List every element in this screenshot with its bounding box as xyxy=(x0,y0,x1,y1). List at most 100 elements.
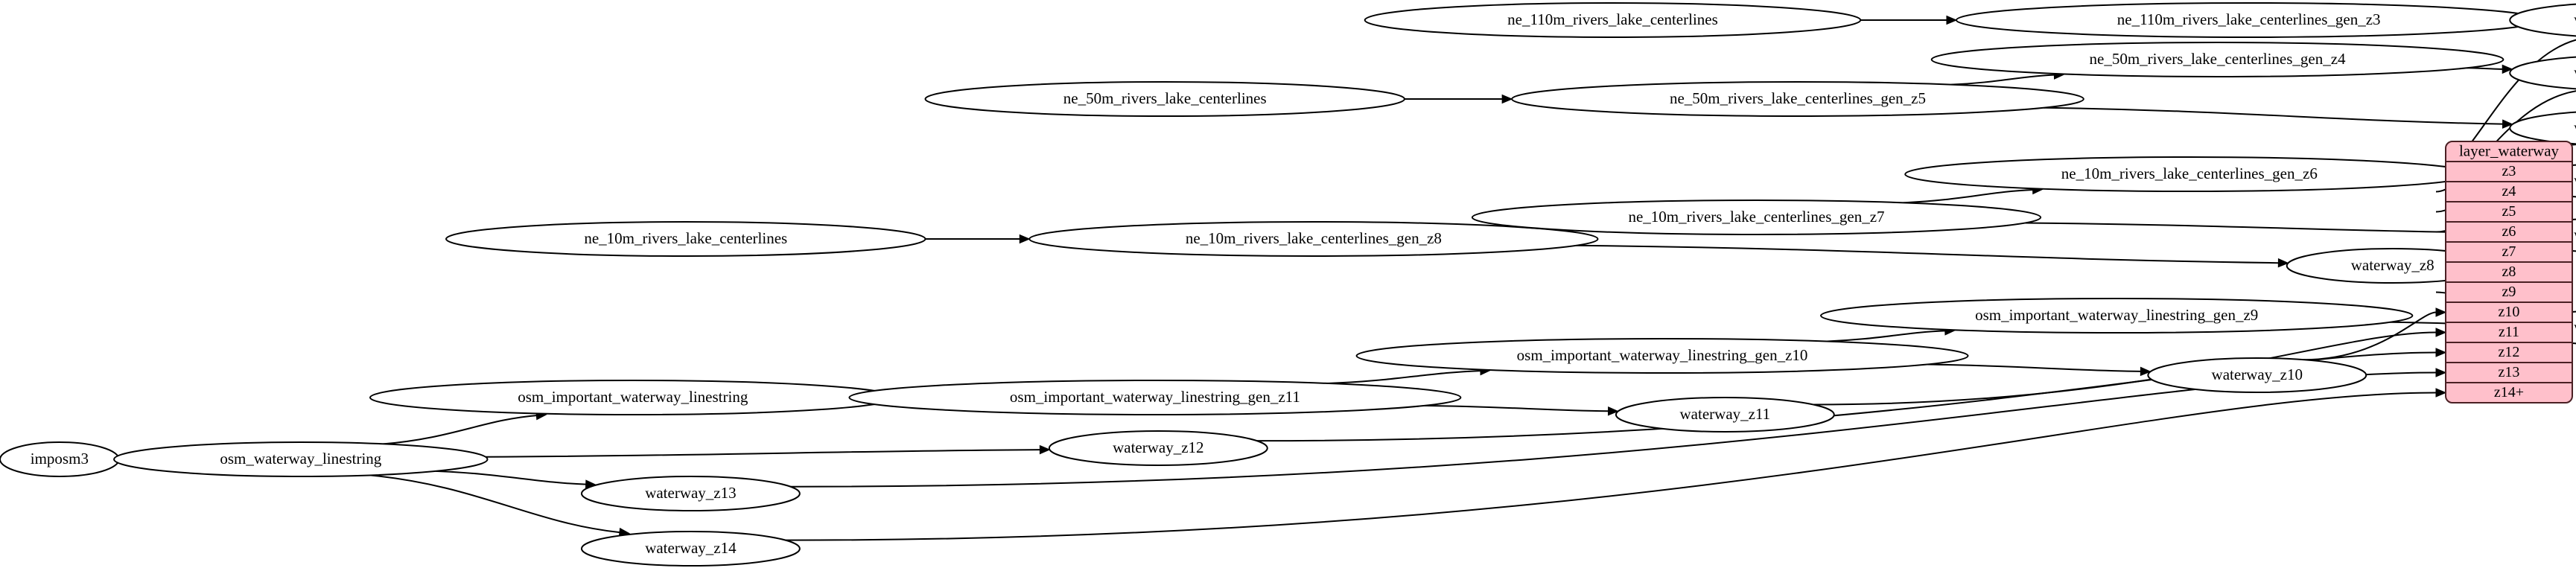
record-outline xyxy=(2445,141,2573,403)
node-label-ww_z8: waterway_z8 xyxy=(2351,256,2435,274)
node-label-osm_iwl_z10: osm_important_waterway_linestring_gen_z1… xyxy=(1517,346,1808,364)
node-ne10_z8[interactable]: ne_10m_rivers_lake_centerlines_gen_z8 xyxy=(1028,221,1599,257)
node-osm_iwl_z10[interactable]: osm_important_waterway_linestring_gen_z1… xyxy=(1355,338,1969,374)
node-ellipse-ww_z4 xyxy=(2509,56,2576,90)
node-ne50[interactable]: ne_50m_rivers_lake_centerlines xyxy=(924,81,1405,117)
edge-osm_wl-to-osm_iwl xyxy=(383,415,537,445)
record-row-label-z10: z10 xyxy=(2499,304,2520,320)
node-ellipse-osm_iwl_z11 xyxy=(848,380,1462,415)
node-label-osm_wl: osm_waterway_linestring xyxy=(220,450,381,468)
node-ellipse-ne10_z8 xyxy=(1028,221,1599,257)
edge-ne50_z5-to-ww_z5 xyxy=(2044,106,2503,125)
node-ne10_z7[interactable]: ne_10m_rivers_lake_centerlines_gen_z7 xyxy=(1471,200,2042,235)
record-row-label-z14+: z14+ xyxy=(2494,384,2524,401)
node-osm_iwl_z9[interactable]: osm_important_waterway_linestring_gen_z9 xyxy=(1820,298,2414,334)
node-ellipse-ww_z14 xyxy=(580,531,801,567)
node-ww_z3[interactable]: waterway_z3 xyxy=(2509,3,2576,37)
node-label-ne10_z8: ne_10m_rivers_lake_centerlines_gen_z8 xyxy=(1186,229,1442,247)
node-ne10[interactable]: ne_10m_rivers_lake_centerlines xyxy=(445,221,926,257)
node-label-ne110_z3: ne_110m_rivers_lake_centerlines_gen_z3 xyxy=(2117,10,2381,28)
record-row-label-z12: z12 xyxy=(2499,344,2520,360)
edge-ww_z12-to-row-z12 xyxy=(1256,351,2437,442)
edge-arrowhead xyxy=(2502,64,2513,74)
edge-ne10_z8-to-ww_z8 xyxy=(1576,244,2279,264)
edge-osm_iwl_z10-to-osm_iwl_z9 xyxy=(1825,330,1945,342)
node-ne110_z3[interactable]: ne_110m_rivers_lake_centerlines_gen_z3 xyxy=(1955,2,2542,38)
node-ww_z5[interactable]: waterway_z5 xyxy=(2509,111,2576,145)
node-ww_z10[interactable]: waterway_z10 xyxy=(2147,357,2367,393)
node-ellipse-ww_z10 xyxy=(2147,357,2367,393)
edge-ne10_z7-to-ww_z7 xyxy=(2025,222,2502,234)
node-ne10_z6[interactable]: ne_10m_rivers_lake_centerlines_gen_z6 xyxy=(1904,156,2475,192)
record-row-label-z5: z5 xyxy=(2502,203,2516,220)
node-label-ww_z5: waterway_z5 xyxy=(2574,118,2576,136)
edge-osm_iwl_z10-to-ww_z10 xyxy=(1926,363,2141,372)
node-label-osm_iwl: osm_important_waterway_linestring xyxy=(518,388,748,406)
node-ellipse-ne10 xyxy=(445,221,926,257)
edge-ww_z14-to-row-z14+ xyxy=(785,392,2437,541)
node-label-ww_z14: waterway_z14 xyxy=(645,539,737,557)
node-label-ww_z10: waterway_z10 xyxy=(2212,366,2303,383)
node-imposm3[interactable]: imposm3 xyxy=(0,441,120,477)
edge-arrowhead xyxy=(2277,258,2289,268)
node-ellipse-ww_z13 xyxy=(580,476,801,511)
record-row-label-z11: z11 xyxy=(2499,324,2519,340)
edge-osm_wl-to-ww_z13 xyxy=(435,470,586,485)
record-row-label-z3: z3 xyxy=(2502,163,2516,179)
edge-osm_wl-to-ww_z14 xyxy=(369,474,620,534)
edge-arrowhead xyxy=(1607,406,1619,416)
record-row-label-z8: z8 xyxy=(2502,264,2516,280)
node-label-ww_z12: waterway_z12 xyxy=(1113,438,1203,456)
node-ww_z11[interactable]: waterway_z11 xyxy=(1615,397,1835,433)
edge-arrowhead xyxy=(2435,328,2447,337)
node-label-osm_iwl_z11: osm_important_waterway_linestring_gen_z1… xyxy=(1010,388,1300,406)
node-label-ww_z6: waterway_z6 xyxy=(2574,171,2576,189)
edge-arrowhead xyxy=(1946,15,1958,25)
edge-arrowhead xyxy=(1039,444,1051,455)
node-ne50_z5[interactable]: ne_50m_rivers_lake_centerlines_gen_z5 xyxy=(1511,81,2084,117)
node-ww_z4[interactable]: waterway_z4 xyxy=(2509,56,2576,90)
node-label-ne10_z6: ne_10m_rivers_lake_centerlines_gen_z6 xyxy=(2061,165,2318,182)
node-ww_z12[interactable]: waterway_z12 xyxy=(1048,430,1268,466)
node-label-ww_z4: waterway_z4 xyxy=(2574,63,2576,81)
edge-ne50_z4-to-ww_z4 xyxy=(2467,67,2503,70)
edge-arrowhead xyxy=(2435,307,2447,317)
edge-arrowhead xyxy=(1019,234,1031,244)
node-ellipse-ww_z12 xyxy=(1048,430,1268,466)
node-label-ww_z11: waterway_z11 xyxy=(1680,405,1771,423)
node-label-ww_z7: waterway_z7 xyxy=(2574,226,2576,243)
record-row-label-z9: z9 xyxy=(2502,284,2516,300)
edge-osm_wl-to-ww_z12 xyxy=(486,449,1040,458)
node-osm_wl[interactable]: osm_waterway_linestring xyxy=(113,441,489,477)
record-header-label: layer_waterway xyxy=(2459,141,2560,159)
record-row-label-z7: z7 xyxy=(2502,243,2516,260)
edge-osm_iwl_z11-to-osm_iwl_z10 xyxy=(1327,370,1481,384)
node-label-ww_z13: waterway_z13 xyxy=(645,484,736,502)
node-ellipse-ww_z3 xyxy=(2509,3,2576,37)
node-ellipse-ne50 xyxy=(924,81,1405,117)
node-ww_z14[interactable]: waterway_z14 xyxy=(580,531,801,567)
record-row-label-z13: z13 xyxy=(2499,364,2520,380)
node-label-ne110: ne_110m_rivers_lake_centerlines xyxy=(1507,10,1718,28)
node-ne50_z4[interactable]: ne_50m_rivers_lake_centerlines_gen_z4 xyxy=(1930,42,2505,77)
edge-arrowhead xyxy=(2140,366,2152,377)
node-ellipse-ww_z5 xyxy=(2509,111,2576,145)
node-ellipse-osm_wl xyxy=(113,441,489,477)
record-node-layer-waterway[interactable]: layer_waterwayz3z4z5z6z7z8z9z10z11z12z13… xyxy=(2445,141,2573,403)
record-layer: layer_waterwayz3z4z5z6z7z8z9z10z11z12z13… xyxy=(2445,141,2573,403)
node-ellipse-ww_z11 xyxy=(1615,397,1835,433)
record-row-label-z6: z6 xyxy=(2502,223,2516,240)
edge-arrowhead xyxy=(2502,119,2513,129)
edge-arrowhead xyxy=(2435,388,2447,398)
node-label-ne50_z4: ne_50m_rivers_lake_centerlines_gen_z4 xyxy=(2090,50,2347,68)
edge-osm_iwl_z11-to-ww_z11 xyxy=(1424,404,1609,412)
node-ellipse-ne50_z5 xyxy=(1511,81,2084,117)
node-ne110[interactable]: ne_110m_rivers_lake_centerlines xyxy=(1364,2,1862,38)
node-label-imposm3: imposm3 xyxy=(31,450,89,468)
node-osm_iwl[interactable]: osm_important_waterway_linestring xyxy=(369,380,897,415)
node-osm_iwl_z11[interactable]: osm_important_waterway_linestring_gen_z1… xyxy=(848,380,1462,415)
node-ww_z13[interactable]: waterway_z13 xyxy=(580,476,801,511)
node-label-ne10: ne_10m_rivers_lake_centerlines xyxy=(584,229,787,247)
